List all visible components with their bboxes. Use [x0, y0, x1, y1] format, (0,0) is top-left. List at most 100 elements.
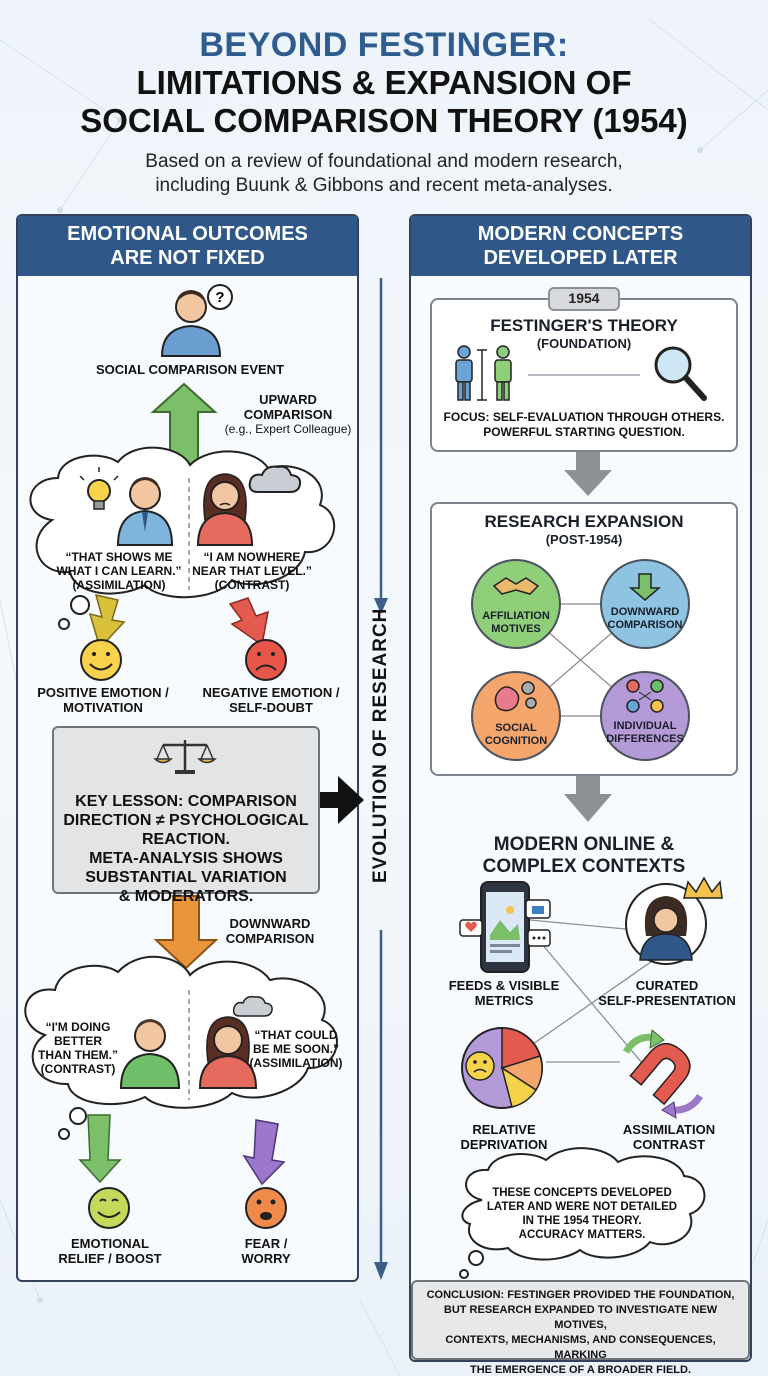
upward-quote-right-l2: NEAR THAT LEVEL.”: [192, 564, 312, 578]
relief-outcome-l2: RELIEF / BOOST: [58, 1251, 162, 1266]
left-panel-header: EMOTIONAL OUTCOMES ARE NOT FIXED: [18, 216, 357, 276]
expansion-title: RESEARCH EXPANSION: [484, 512, 684, 531]
year-badge: 1954: [548, 287, 620, 311]
arrow-expansion-to-modern: [564, 776, 612, 822]
curated-l2: SELF-PRESENTATION: [598, 993, 736, 1008]
positive-outcome-l2: MOTIVATION: [63, 700, 143, 715]
two-people-icon: [455, 345, 512, 401]
positive-outcome-label: POSITIVE EMOTION / MOTIVATION: [28, 685, 178, 715]
conclusion-l1: CONCLUSION: FESTINGER PROVIDED THE FOUND…: [426, 1289, 735, 1301]
timeline-arrow: [374, 278, 388, 1280]
note-l2: LATER AND WERE NOT DETAILED: [486, 1201, 678, 1213]
conclusion-box: CONCLUSION: FESTINGER PROVIDED THE FOUND…: [411, 1280, 750, 1376]
downward-label: DOWNWARD COMPARISON: [210, 916, 330, 946]
key-lesson-l4: META-ANALYSIS SHOWS: [89, 850, 283, 867]
negative-outcome-label: NEGATIVE EMOTION / SELF-DOUBT: [190, 685, 352, 715]
individual-differences-label: INDIVIDUAL DIFFERENCES: [600, 720, 690, 746]
fear-outcome-l2: WORRY: [241, 1251, 291, 1266]
cognition-l1: SOCIAL: [495, 722, 537, 734]
upward-label-line-1: UPWARD: [259, 392, 317, 407]
arrow-to-relief: [78, 1114, 122, 1184]
downward-comparison-label: DOWNWARD COMPARISON: [602, 606, 688, 632]
upward-label-line-2: COMPARISON: [243, 407, 333, 422]
upward-quote-left-l1: “THAT SHOWS ME: [65, 550, 173, 564]
differences-l2: DIFFERENCES: [606, 733, 684, 745]
key-lesson-l1: KEY LESSON: COMPARISON: [75, 793, 297, 810]
cognition-l2: COGNITION: [484, 735, 548, 747]
theory-focus: FOCUS: SELF-EVALUATION THROUGH OTHERS. P…: [434, 410, 734, 440]
event-label: SOCIAL COMPARISON EVENT: [95, 362, 285, 377]
fear-face-icon: [245, 1187, 287, 1229]
small-storm-cloud-icon: [232, 995, 273, 1017]
modern-title-l1: MODERN ONLINE &: [493, 834, 675, 855]
modern-title-l2: COMPLEX CONTEXTS: [482, 856, 686, 877]
magnifier-icon: [654, 346, 707, 401]
downward-quote-left-l4: (CONTRAST): [40, 1062, 116, 1076]
cognition-circle: [471, 671, 561, 761]
theory-title: FESTINGER'S THEORY: [490, 316, 678, 335]
assim-l2: CONTRAST: [632, 1137, 706, 1152]
relief-outcome-label: EMOTIONAL RELIEF / BOOST: [40, 1236, 180, 1266]
handshake-icon: [492, 577, 540, 595]
arrow-to-negative: [228, 597, 269, 647]
key-lesson-l5: SUBSTANTIAL VARIATION: [85, 869, 287, 886]
downward-quote-right-l2: BE ME SOON.”: [252, 1042, 339, 1056]
downward-quote-left-l1: “I'M DOING: [45, 1020, 111, 1034]
relief-outcome-l1: EMOTIONAL: [71, 1236, 149, 1251]
downward-quote-right-l3: (ASSIMILATION): [249, 1056, 343, 1070]
crown-icon: [683, 876, 723, 899]
chat-bubble-icon: [527, 929, 551, 947]
note-l3: IN THE 1954 THEORY.: [522, 1215, 642, 1227]
downward-thought-cloud: [24, 955, 338, 1140]
assim-l1: ASSIMILATION: [622, 1122, 716, 1137]
man-green-avatar: [119, 1019, 181, 1089]
magnet-icon: [629, 1042, 691, 1106]
upward-label: UPWARD COMPARISON (e.g., Expert Colleagu…: [218, 392, 358, 437]
key-lesson-l3: REACTION.: [142, 831, 230, 848]
subtitle-line-2: including Buunk & Gibbons and recent met…: [155, 175, 613, 196]
upward-quote-left-l2: WHAT I CAN LEARN.”: [56, 564, 182, 578]
title-line-3: SOCIAL COMPARISON THEORY (1954): [80, 102, 688, 139]
note-thought-cloud: [459, 1147, 706, 1279]
phone-feed-icon: [480, 881, 530, 973]
relative-l1: RELATIVE: [472, 1122, 536, 1137]
downward-label-line-1: DOWNWARD: [229, 916, 311, 931]
downward-quote-left-l3: THAN THEM.”: [38, 1048, 118, 1062]
affiliation-motives-label: AFFILIATION MOTIVES: [476, 610, 556, 636]
thumbs-up-bubble-icon: [525, 899, 551, 919]
negative-outcome-l1: NEGATIVE EMOTION /: [202, 685, 340, 700]
woman-portrait-icon: [625, 883, 707, 965]
note-l4: ACCURACY MATTERS.: [518, 1229, 646, 1241]
upward-quote-right-l1: “I AM NOWHERE: [203, 550, 301, 564]
upward-quote-left-l3: (ASSIMILATION): [72, 578, 166, 592]
woman-worried-avatar: [198, 1016, 258, 1089]
downward-quote-right-l1: “THAT COULD: [254, 1028, 338, 1042]
conclusion-l4: THE EMERGENCE OF A BROADER FIELD.: [469, 1364, 692, 1376]
left-header-line-1: EMOTIONAL OUTCOMES: [67, 223, 308, 245]
conclusion-l2: BUT RESEARCH EXPANDED TO INVESTIGATE NEW…: [443, 1304, 718, 1331]
feeds-l2: METRICS: [474, 993, 534, 1008]
downward-l1: DOWNWARD: [610, 606, 680, 618]
pie-chart-sad-icon: [461, 1027, 543, 1109]
social-cognition-label: SOCIAL COGNITION: [476, 722, 556, 748]
key-lesson-pointer-arrow: [320, 776, 364, 824]
key-lesson-box: [52, 726, 320, 894]
differences-circle: [600, 671, 690, 761]
left-header-line-2: ARE NOT FIXED: [110, 247, 265, 269]
subtitle-line-1: Based on a review of foundational and mo…: [145, 151, 623, 172]
fear-outcome-l1: FEAR /: [244, 1236, 288, 1251]
key-lesson-l6: & MODERATORS.: [118, 888, 254, 905]
brain-gears-icon: [494, 681, 537, 712]
arrow-to-positive: [88, 593, 126, 650]
arrow-theory-to-expansion: [564, 452, 612, 496]
sad-face-icon: [245, 639, 287, 681]
storm-cloud-icon: [248, 465, 302, 493]
fear-outcome-label: FEAR / WORRY: [216, 1236, 316, 1266]
downward-arrow: [153, 895, 219, 970]
curated-label: CURATED SELF-PRESENTATION: [592, 978, 742, 1008]
downward-label-line-2: COMPARISON: [225, 931, 315, 946]
conclusion-l3: CONTEXTS, MECHANISMS, AND CONSEQUENCES, …: [445, 1334, 716, 1361]
heart-bubble-icon: [459, 919, 483, 937]
